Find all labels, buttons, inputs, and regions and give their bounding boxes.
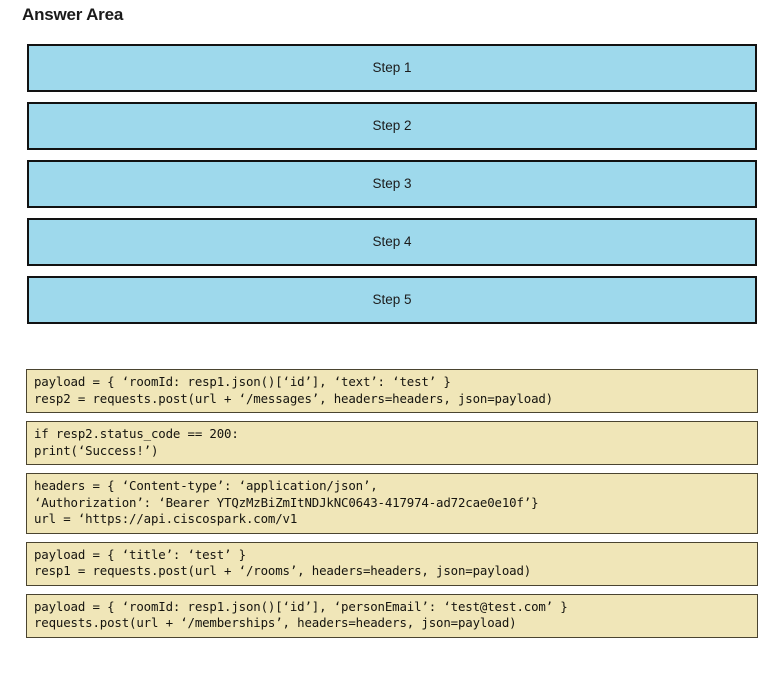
answer-slot-step-5[interactable]: Step 5 (27, 276, 757, 324)
code-line: payload = { ‘title’: ‘test’ } (34, 546, 246, 562)
answer-slot-list: Step 1 Step 2 Step 3 Step 4 Step 5 (27, 44, 757, 334)
answer-slot-step-3[interactable]: Step 3 (27, 160, 757, 208)
answer-slot-step-2[interactable]: Step 2 (27, 102, 757, 150)
page-title: Answer Area (22, 5, 124, 24)
answer-slot-label: Step 5 (372, 292, 412, 308)
code-line: headers = { ‘Content-type’: ‘application… (34, 478, 378, 493)
code-line: if resp2.status_code == 200: (34, 426, 239, 441)
code-line: url = ‘https://api.ciscospark.com/v1 (34, 511, 298, 526)
code-line: payload = { ‘roomId: resp1.json()[‘id’],… (34, 374, 451, 389)
answer-slot-label: Step 2 (372, 118, 412, 134)
code-option-3[interactable]: headers = { ‘Content-type’: ‘application… (26, 473, 758, 534)
code-option-2[interactable]: if resp2.status_code == 200: print(‘Succ… (26, 421, 758, 465)
code-line: ‘Authorization’: ‘Bearer YTQzMzBiZmItNDJ… (34, 494, 539, 510)
code-option-4[interactable]: payload = { ‘title’: ‘test’ } resp1 = re… (26, 541, 758, 586)
code-line: requests.post(url + ‘/memberships’, head… (34, 615, 517, 630)
code-line: resp1 = requests.post(url + ‘/rooms’, he… (34, 563, 532, 578)
code-option-1[interactable]: payload = { ‘roomId: resp1.json()[‘id’],… (26, 369, 758, 413)
code-line: print(‘Success!’) (34, 442, 159, 458)
answer-slot-label: Step 1 (372, 60, 412, 76)
answer-slot-step-4[interactable]: Step 4 (27, 218, 757, 266)
answer-slot-step-1[interactable]: Step 1 (27, 44, 757, 92)
code-option-list: payload = { ‘roomId: resp1.json()[‘id’],… (26, 369, 758, 646)
code-option-5[interactable]: payload = { ‘roomId: resp1.json()[‘id’],… (26, 593, 758, 638)
answer-slot-label: Step 3 (372, 176, 412, 192)
answer-slot-label: Step 4 (372, 234, 412, 250)
code-line: payload = { ‘roomId: resp1.json()[‘id’],… (34, 598, 568, 614)
code-line: resp2 = requests.post(url + ‘/messages’,… (34, 390, 553, 406)
